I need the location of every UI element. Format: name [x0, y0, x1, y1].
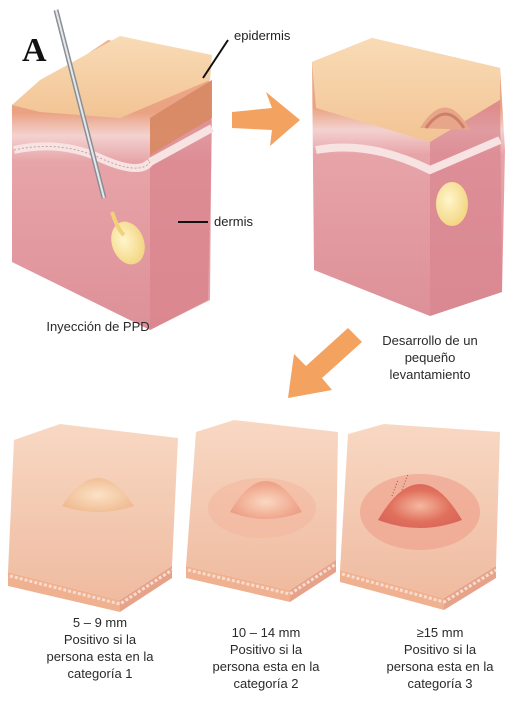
arrow-down-left-icon — [288, 328, 362, 398]
result-caption-1: 5 – 9 mm Positivo si la persona esta en … — [30, 614, 170, 682]
result-caption-3: ≥15 mm Positivo si la persona esta en la… — [370, 624, 510, 692]
result-pad-1 — [8, 424, 178, 612]
injection-caption: Inyección de PPD — [38, 318, 158, 335]
result-caption-2: 10 – 14 mm Positivo si la persona esta e… — [196, 624, 336, 692]
skin-block-development — [312, 38, 505, 316]
epidermis-label: epidermis — [234, 28, 290, 43]
dermis-label: dermis — [214, 214, 253, 229]
panel-letter: A — [22, 32, 47, 70]
skin-block-injection — [12, 36, 212, 330]
result-pad-2 — [186, 420, 338, 602]
arrow-right-icon — [232, 92, 300, 146]
development-caption: Desarrollo de un pequeño levantamiento — [370, 332, 490, 383]
result-pad-3 — [340, 424, 500, 610]
